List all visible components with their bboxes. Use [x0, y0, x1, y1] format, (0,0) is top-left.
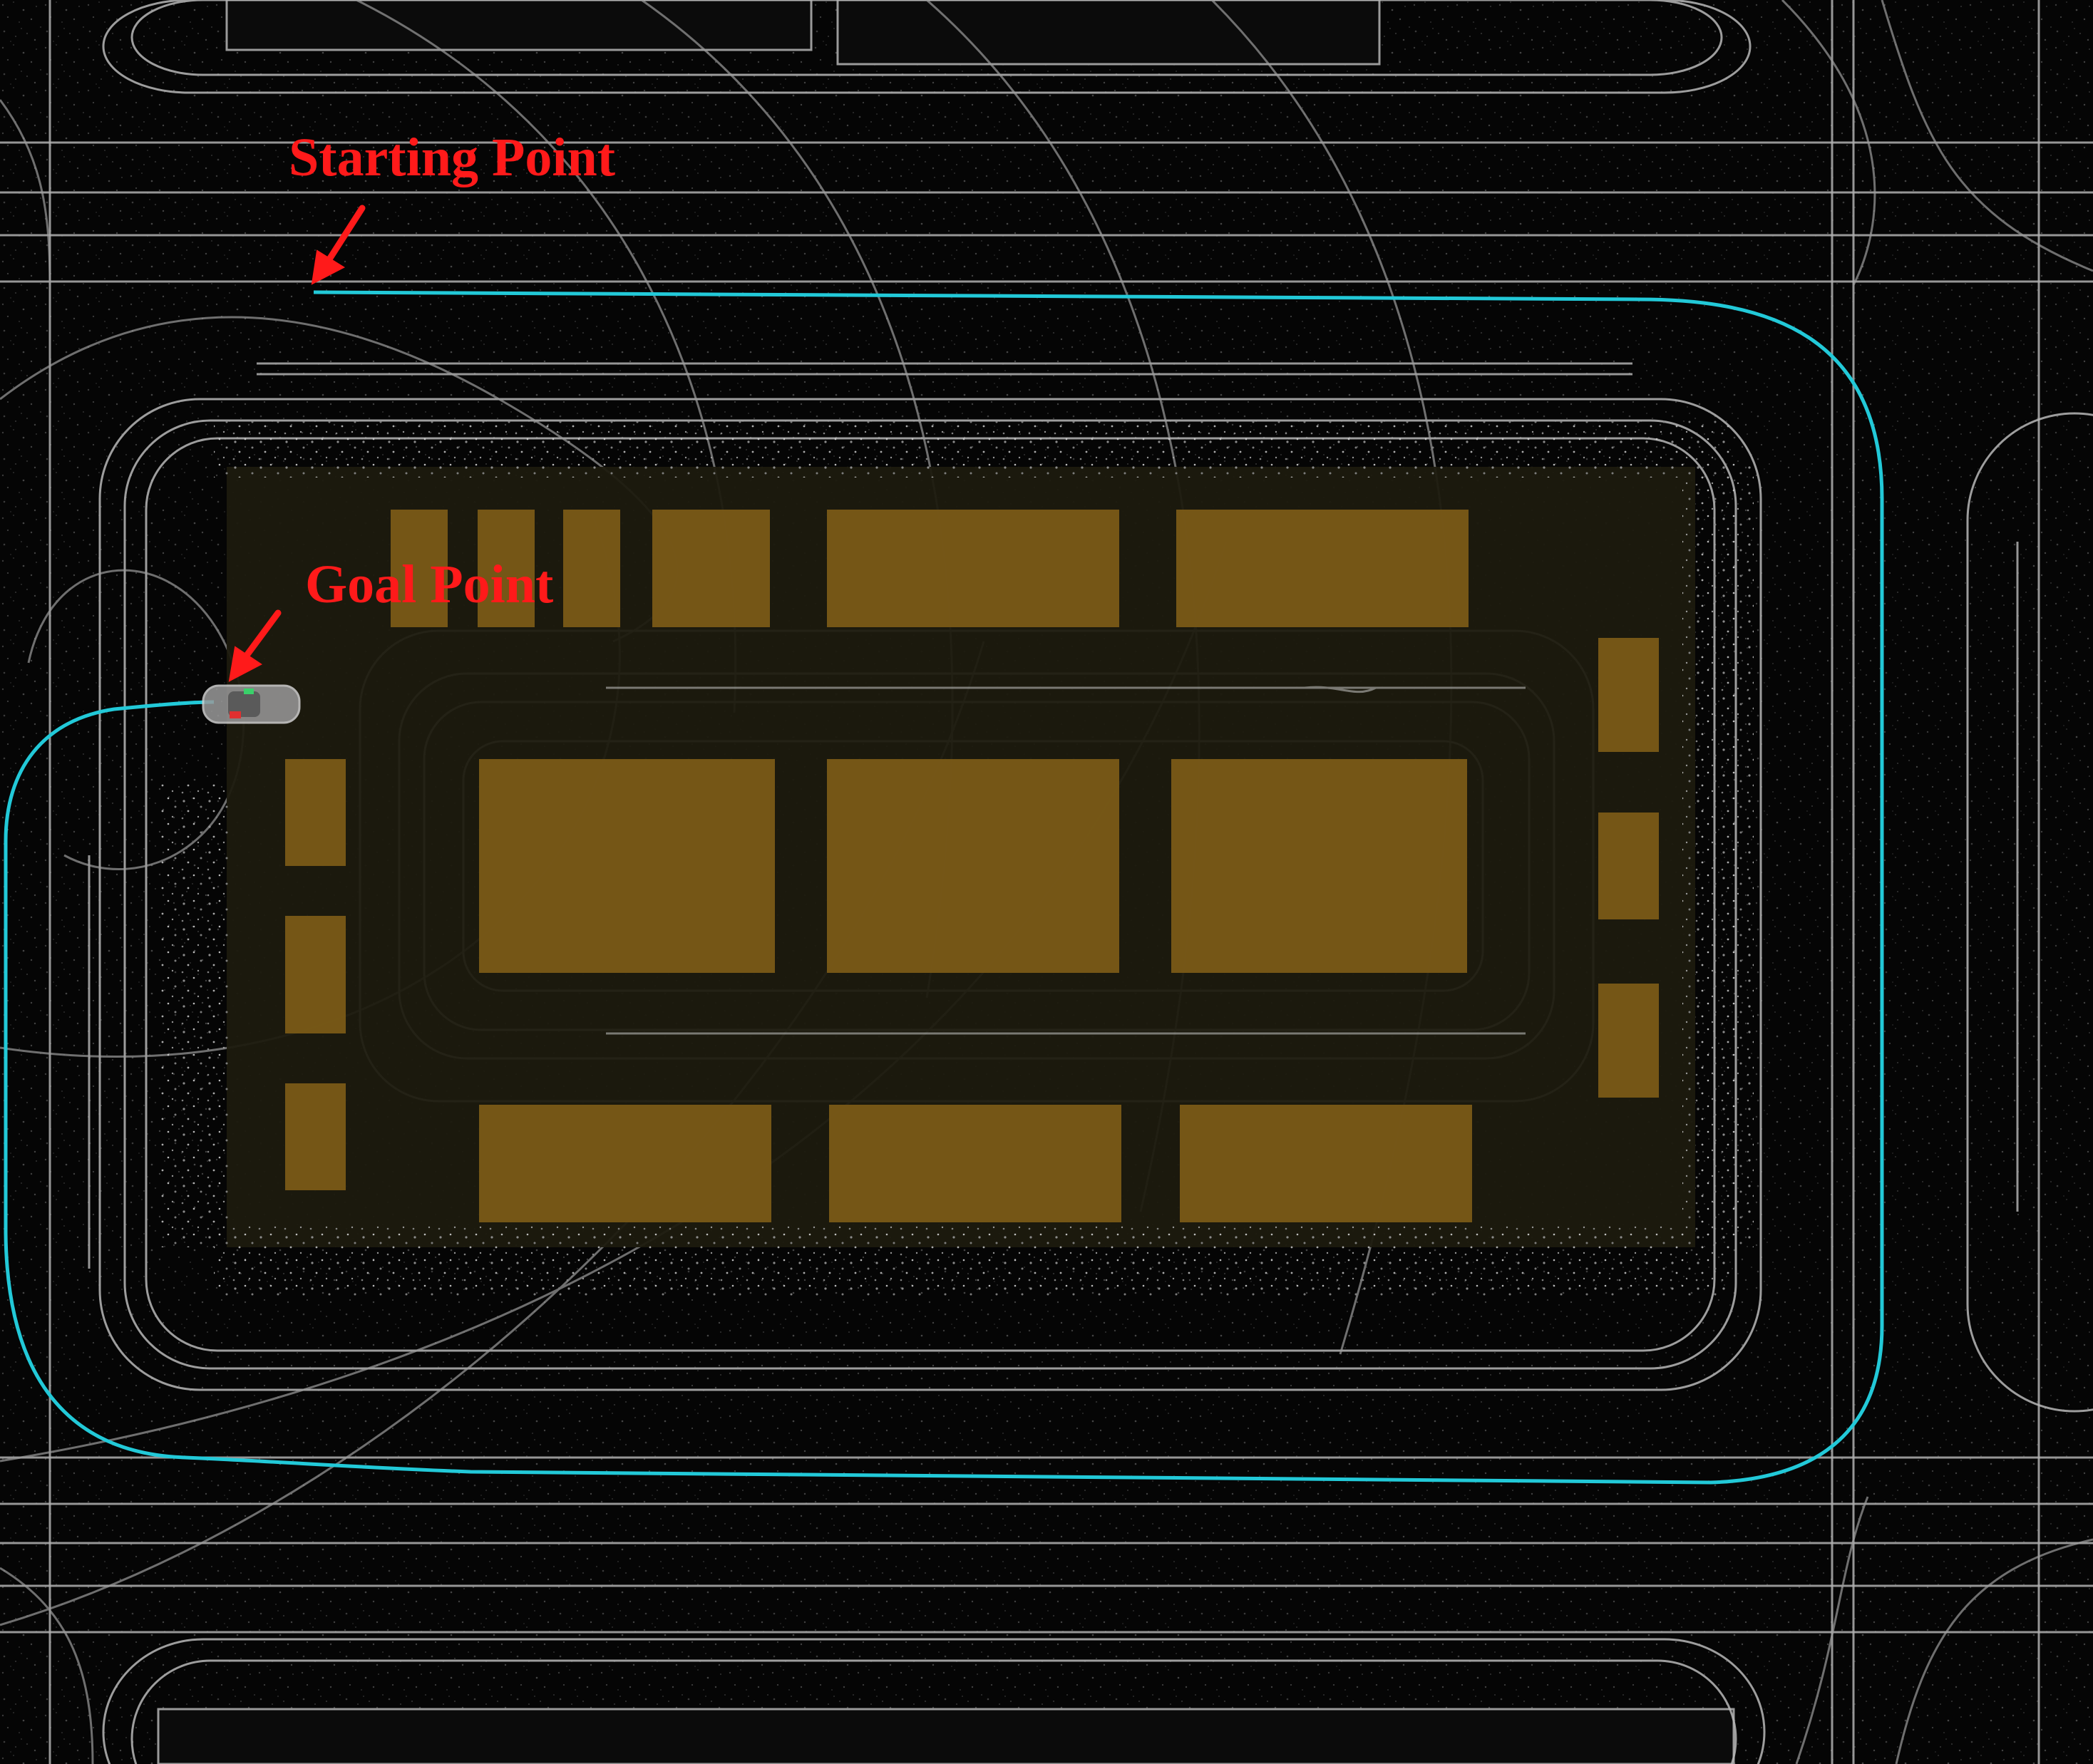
parking-block: [1180, 1105, 1472, 1222]
parking-block: [479, 759, 775, 973]
parking-block: [285, 916, 346, 1033]
parking-block: [827, 759, 1119, 973]
parking-block: [285, 759, 346, 866]
red-arrow-icon: [228, 609, 282, 682]
planned-path: [4, 290, 1884, 1485]
parking-block: [1598, 813, 1659, 919]
building-top-right: [836, 0, 1381, 66]
parking-block: [827, 510, 1119, 627]
parking-block: [829, 1105, 1121, 1222]
parking-block: [1598, 984, 1659, 1098]
vehicle: [202, 684, 301, 724]
parking-block: [478, 510, 535, 627]
parking-block: [563, 510, 620, 627]
parking-block: [1176, 510, 1469, 627]
parking-block: [391, 510, 448, 627]
parking-blocks: [285, 510, 1659, 1222]
inner-loop-overlay: [606, 686, 1526, 1035]
parking-block: [285, 1083, 346, 1190]
vegetation-border: [160, 421, 1754, 1297]
parking-block: [1598, 638, 1659, 752]
parking-block: [479, 1105, 771, 1222]
lane-lines-vertical: [48, 0, 2040, 1764]
building-bottom: [157, 1708, 1735, 1764]
start-label: Starting Point: [289, 128, 615, 187]
road-loops-outer: [98, 0, 2093, 1764]
red-arrow-icon: [311, 205, 366, 285]
parking-block: [652, 510, 770, 627]
goal-annotation: Goal Point: [228, 555, 553, 682]
goal-label: Goal Point: [305, 555, 553, 614]
start-annotation: Starting Point: [289, 128, 615, 285]
parking-block: [1171, 759, 1467, 973]
building-top-left: [225, 0, 813, 51]
lane-lines-horizontal: [0, 141, 2093, 1634]
